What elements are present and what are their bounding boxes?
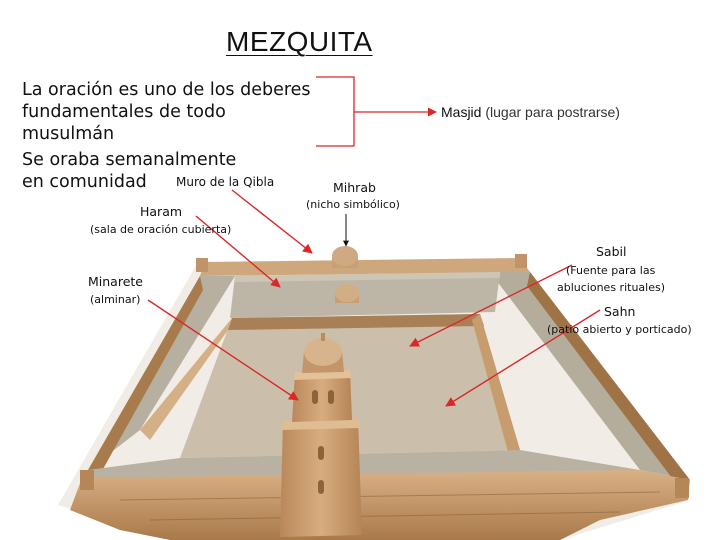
intro-text-2: Se oraba semanalmente en comunidad (22, 150, 237, 192)
bracket (316, 76, 355, 147)
minaret-tower (280, 333, 362, 537)
label-mihrab: Mihrab (333, 180, 376, 195)
label-sabil-sub-2: abluciones rituales) (557, 281, 665, 294)
masjid-definition: Masjid (lugar para postrarse) (441, 104, 620, 120)
mosque-illustration (58, 246, 690, 540)
label-sabil: Sabil (596, 244, 626, 259)
label-minarete: Minarete (88, 274, 143, 289)
masjid-term: Masjid (441, 104, 482, 120)
label-minarete-sub: (alminar) (90, 293, 140, 306)
sabil-arrow (409, 264, 573, 347)
label-sabil-sub-1: (Fuente para las (566, 264, 656, 277)
label-haram: Haram (140, 204, 182, 219)
label-mihrab-sub: (nicho simbólico) (306, 198, 400, 211)
haram-arrow (195, 215, 281, 288)
label-muro-qibla: Muro de la Qibla (176, 175, 274, 189)
sahn-arrow (445, 309, 601, 407)
muro-qibla-arrow (231, 189, 313, 254)
masjid-gloss: (lugar para postrarse) (485, 104, 620, 120)
minarete-arrow (147, 299, 299, 401)
intro-text-1: La oración es uno de los deberes fundame… (22, 80, 311, 144)
label-sahn: Sahn (604, 304, 635, 319)
page-title: MEZQUITA (226, 26, 373, 57)
label-sahn-sub: (patio abierto y porticado) (547, 323, 692, 336)
label-haram-sub: (sala de oración cubierta) (90, 223, 231, 236)
